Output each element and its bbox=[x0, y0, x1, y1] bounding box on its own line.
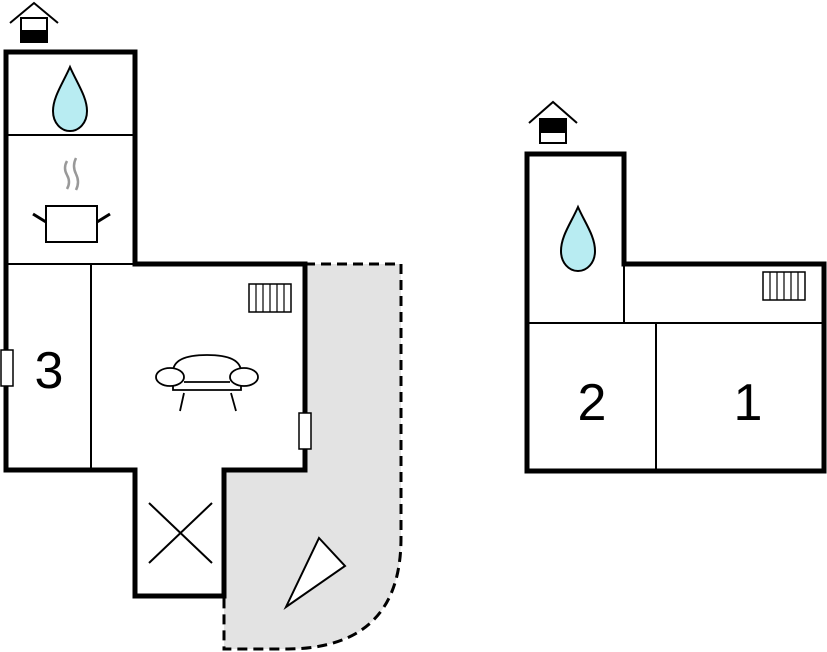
terrace-area bbox=[222, 262, 403, 651]
house-entrance-icon bbox=[528, 100, 578, 144]
right-floor-plan: 2 1 bbox=[524, 100, 827, 474]
radiator-icon bbox=[762, 271, 806, 301]
cooking-pot-icon bbox=[32, 157, 111, 243]
room-number-2: 2 bbox=[578, 374, 607, 432]
water-drop-icon bbox=[51, 64, 89, 133]
room-number-1: 1 bbox=[734, 374, 763, 432]
water-drop-icon bbox=[559, 204, 597, 273]
window-living-right bbox=[298, 412, 312, 450]
cross-icon bbox=[148, 502, 213, 564]
house-entrance-icon bbox=[9, 1, 59, 43]
terrace-triangle-icon bbox=[283, 536, 347, 610]
window-left bbox=[0, 349, 14, 387]
left-floor-plan: 3 bbox=[0, 1, 403, 651]
sofa-icon bbox=[155, 354, 259, 412]
radiator-icon bbox=[248, 283, 292, 313]
room-number-3: 3 bbox=[35, 342, 64, 400]
right-outer-walls bbox=[524, 151, 827, 474]
